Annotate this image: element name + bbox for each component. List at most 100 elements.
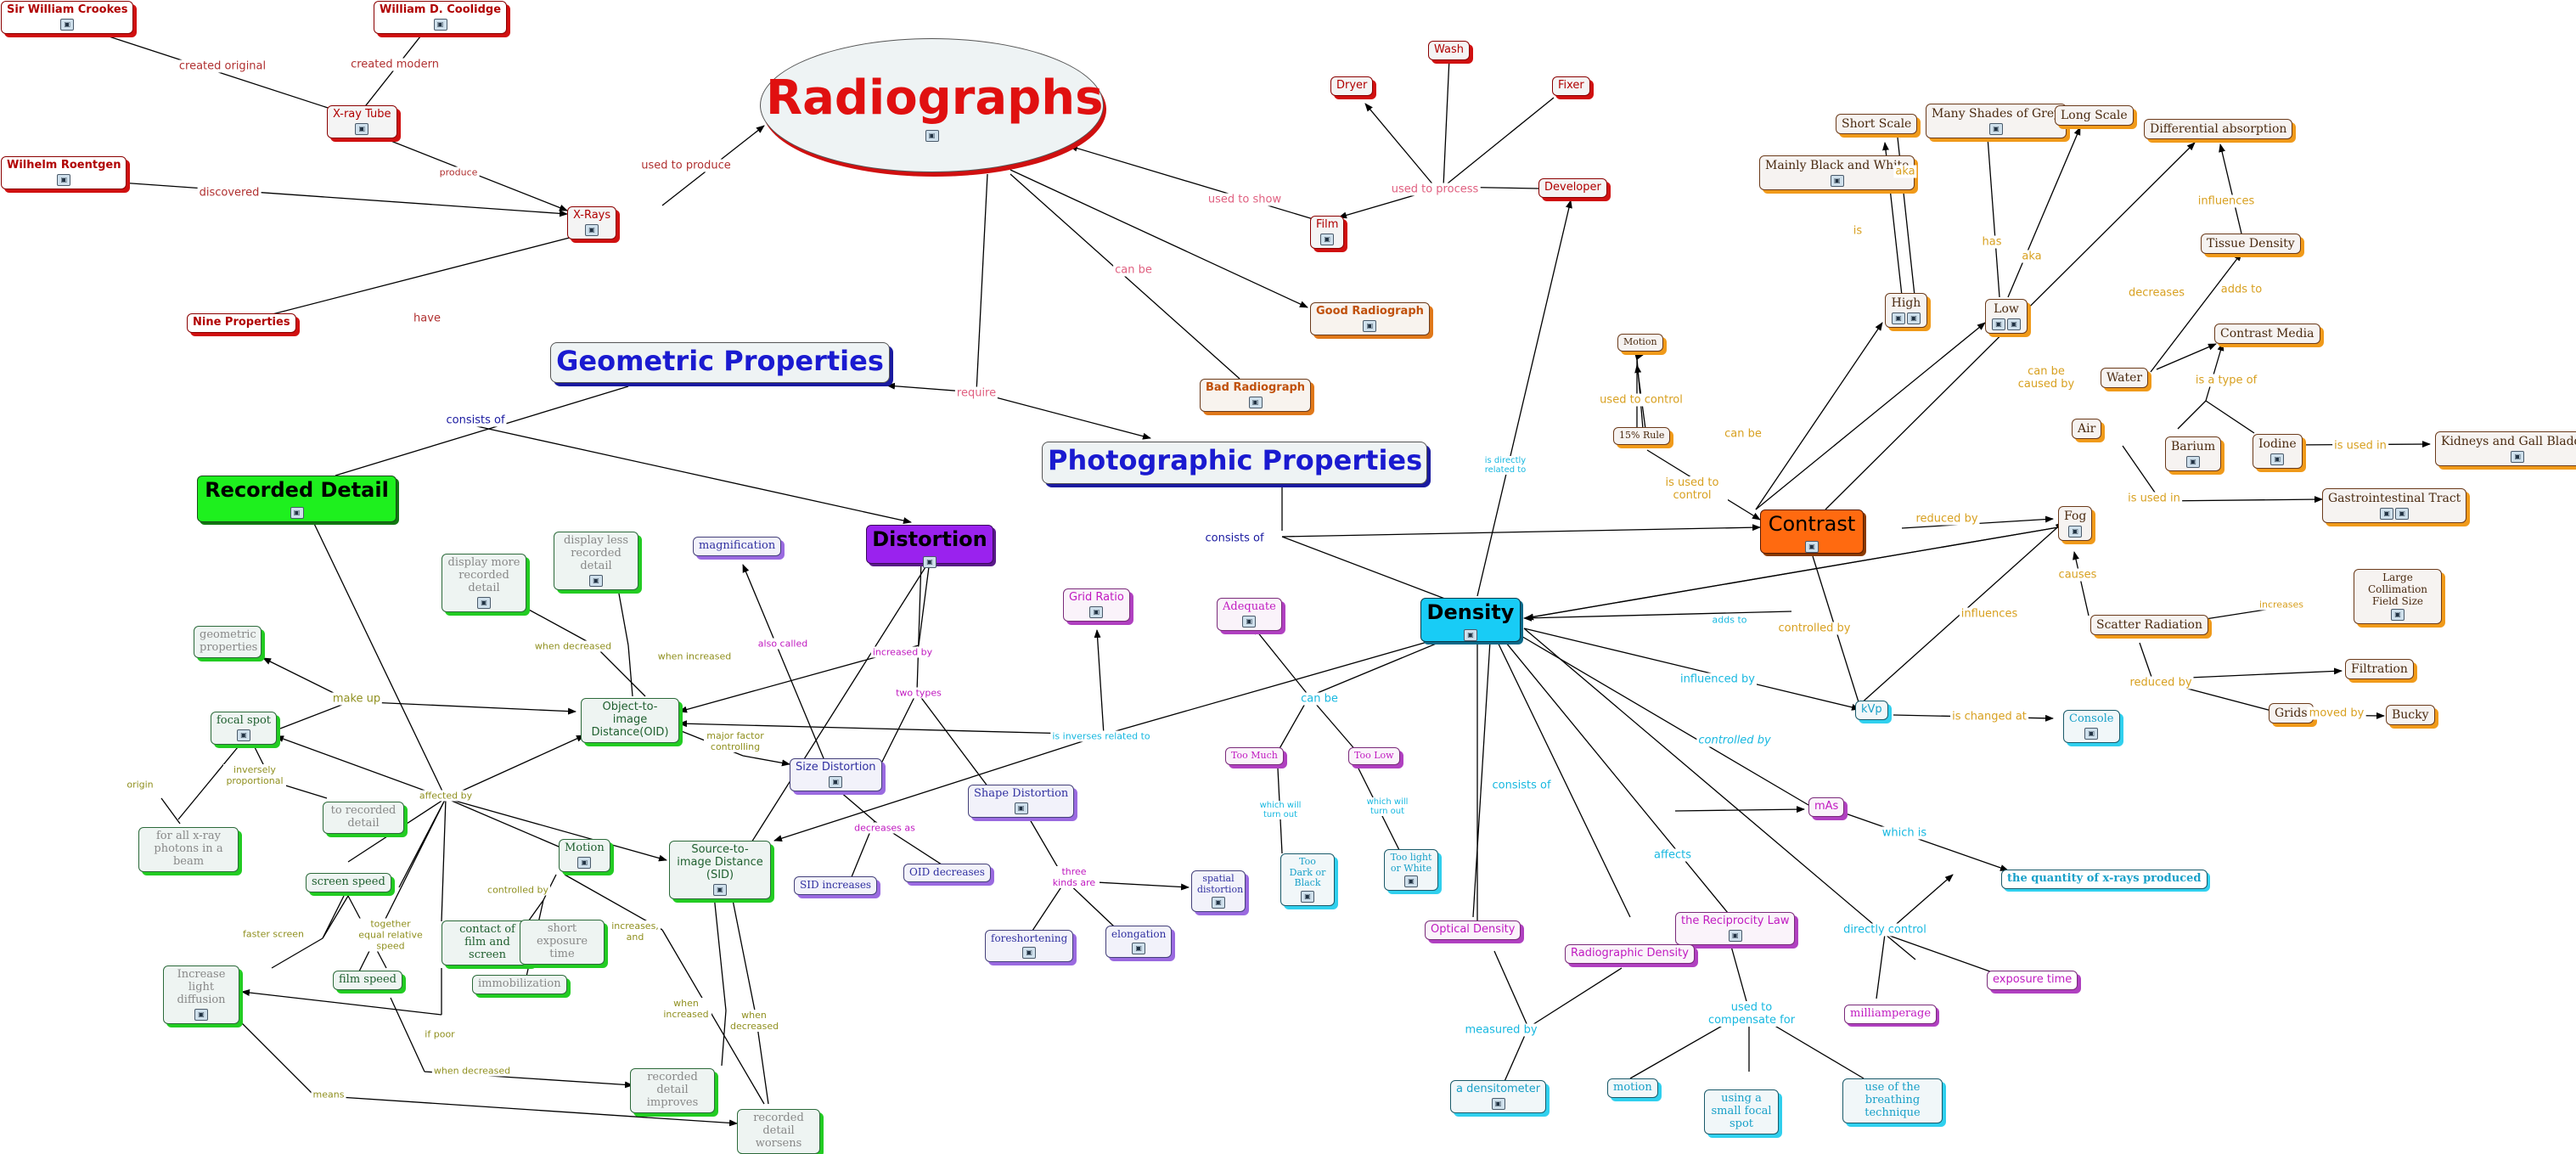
gi-tract-node[interactable]: Gastrointestinal Tract ▣▣ (2322, 488, 2467, 524)
wilhelm-roentgen-node[interactable]: Wilhelm Roentgen ▣ (1, 156, 127, 189)
filtration-node[interactable]: Filtration (2345, 659, 2414, 680)
iodine-node[interactable]: Iodine ▣ (2253, 434, 2303, 470)
fog-node[interactable]: Fog ▣ (2058, 506, 2093, 542)
film-speed-node[interactable]: film speed (333, 971, 402, 990)
fixer-node[interactable]: Fixer (1552, 76, 1590, 96)
image-icon[interactable]: ▣ (1089, 605, 1104, 618)
photographic-properties-node[interactable]: Photographic Properties (1042, 442, 1427, 484)
image-icon[interactable]: ▣ (1022, 946, 1037, 959)
long-scale-node[interactable]: Long Scale (2055, 105, 2134, 127)
xrays-node[interactable]: X-Rays ▣ (567, 206, 617, 239)
geometric-properties-node[interactable]: Geometric Properties (550, 342, 890, 383)
short-exposure-node[interactable]: short exposure time (520, 920, 605, 965)
oid-decreases-node[interactable]: OID decreases (903, 864, 991, 882)
image-icon[interactable]: ▣ (1907, 312, 1921, 325)
image-icon[interactable]: ▣ (923, 555, 936, 568)
grids-node[interactable]: Grids (2269, 703, 2314, 724)
breathing-technique-node[interactable]: use of the breathing technique (1842, 1078, 1943, 1123)
magnification-node[interactable]: magnification (693, 537, 782, 556)
mainly-bw-node[interactable]: Mainly Black and White ▣ (1759, 155, 1915, 191)
image-icon[interactable]: ▣ (2068, 526, 2083, 538)
focal-spot-node[interactable]: focal spot ▣ (211, 712, 278, 745)
console-node[interactable]: Console ▣ (2063, 710, 2120, 743)
exposure-time-node[interactable]: exposure time (1987, 971, 2078, 990)
mas-node[interactable]: mAs (1808, 797, 1845, 817)
developer-node[interactable]: Developer (1538, 178, 1607, 198)
image-icon[interactable]: ▣ (1212, 897, 1225, 909)
image-icon[interactable]: ▣ (433, 18, 447, 31)
image-icon[interactable]: ▣ (1320, 233, 1335, 245)
quantity-xrays-node[interactable]: the quantity of x-rays produced (2001, 870, 2208, 889)
image-icon[interactable]: ▣ (1892, 312, 1905, 325)
size-distortion-node[interactable]: Size Distortion ▣ (790, 758, 882, 791)
image-icon[interactable]: ▣ (60, 18, 75, 31)
image-icon[interactable]: ▣ (237, 729, 250, 741)
image-icon[interactable]: ▣ (1992, 318, 2005, 331)
sid-node[interactable]: Source-to-image Distance (SID) ▣ (669, 841, 771, 899)
detail-improves-node[interactable]: recorded detail improves (630, 1068, 715, 1113)
water-node[interactable]: Water (2101, 368, 2149, 389)
recorded-detail-node[interactable]: Recorded Detail ▣ (197, 476, 397, 522)
image-icon[interactable]: ▣ (1404, 875, 1418, 888)
many-shades-node[interactable]: Many Shades of Grey ▣ (1926, 104, 2067, 139)
image-icon[interactable]: ▣ (2084, 727, 2099, 740)
kvp-node[interactable]: kVp (1855, 701, 1888, 720)
barium-node[interactable]: Barium ▣ (2165, 436, 2222, 472)
too-light-node[interactable]: Too light or White ▣ (1384, 849, 1438, 892)
foreshortening-node[interactable]: foreshortening ▣ (985, 930, 1074, 962)
tissue-density-node[interactable]: Tissue Density (2201, 234, 2301, 255)
bad-radiograph-node[interactable]: Bad Radiograph ▣ (1200, 379, 1312, 412)
spatial-distortion-node[interactable]: spatial distortion ▣ (1191, 870, 1246, 913)
shape-distortion-node[interactable]: Shape Distortion ▣ (968, 785, 1075, 818)
densitometer-node[interactable]: a densitometer ▣ (1450, 1080, 1547, 1113)
image-icon[interactable]: ▣ (1132, 942, 1146, 954)
image-icon[interactable]: ▣ (1248, 396, 1263, 408)
image-icon[interactable]: ▣ (585, 223, 599, 236)
radiographic-density-node[interactable]: Radiographic Density (1565, 944, 1695, 964)
elongation-node[interactable]: elongation ▣ (1105, 926, 1173, 958)
reciprocity-law-node[interactable]: the Reciprocity Law ▣ (1675, 912, 1796, 945)
image-icon[interactable]: ▣ (1728, 929, 1742, 942)
too-much-node[interactable]: Too Much (1225, 747, 1284, 765)
image-icon[interactable]: ▣ (1989, 123, 2004, 136)
too-low-node[interactable]: Too Low (1348, 747, 1400, 765)
contrast-media-node[interactable]: Contrast Media (2214, 324, 2320, 345)
motion-top-node[interactable]: Motion (1617, 334, 1663, 352)
image-icon[interactable]: ▣ (1491, 1097, 1505, 1110)
distortion-node[interactable]: Distortion ▣ (866, 525, 993, 568)
image-icon[interactable]: ▣ (589, 574, 603, 587)
adequate-node[interactable]: Adequate ▣ (1217, 598, 1282, 631)
sid-increases-node[interactable]: SID increases (794, 876, 878, 895)
image-icon[interactable]: ▣ (194, 1008, 208, 1021)
image-icon[interactable]: ▣ (290, 506, 304, 519)
image-icon[interactable]: ▣ (57, 173, 71, 186)
grid-ratio-node[interactable]: Grid Ratio ▣ (1063, 588, 1130, 622)
image-icon[interactable]: ▣ (925, 130, 939, 143)
optical-density-node[interactable]: Optical Density (1425, 920, 1521, 940)
density-node[interactable]: Density ▣ (1420, 598, 1521, 642)
nine-properties-node[interactable]: Nine Properties (187, 313, 296, 333)
image-icon[interactable]: ▣ (1014, 802, 1028, 814)
image-icon[interactable]: ▣ (713, 883, 727, 896)
dryer-node[interactable]: Dryer (1330, 76, 1374, 96)
image-icon[interactable]: ▣ (1805, 540, 1819, 553)
image-icon[interactable]: ▣ (577, 856, 592, 869)
scatter-radiation-node[interactable]: Scatter Radiation (2090, 615, 2209, 636)
image-icon[interactable]: ▣ (2511, 451, 2525, 464)
oid-node[interactable]: Object-to-image Distance(OID) (581, 698, 679, 743)
image-icon[interactable]: ▣ (1242, 615, 1257, 628)
william-coolidge-node[interactable]: William D. Coolidge ▣ (374, 1, 508, 34)
air-node[interactable]: Air (2072, 419, 2102, 440)
image-icon[interactable]: ▣ (829, 775, 843, 788)
low-node[interactable]: Low ▣▣ (1985, 299, 2028, 335)
film-node[interactable]: Film ▣ (1310, 216, 1345, 249)
small-focal-spot-node[interactable]: using a small focal spot (1704, 1089, 1779, 1134)
kidneys-node[interactable]: Kidneys and Gall Bladder ▣ (2435, 431, 2576, 467)
image-icon[interactable]: ▣ (2391, 609, 2404, 622)
display-more-node[interactable]: display more recorded detail ▣ (442, 554, 526, 612)
image-icon[interactable]: ▣ (1464, 628, 1477, 641)
image-icon[interactable]: ▣ (2395, 508, 2410, 521)
wash-node[interactable]: Wash (1428, 41, 1471, 60)
image-icon[interactable]: ▣ (2270, 453, 2285, 466)
large-collimation-node[interactable]: Large Collimation Field Size ▣ (2354, 569, 2442, 625)
